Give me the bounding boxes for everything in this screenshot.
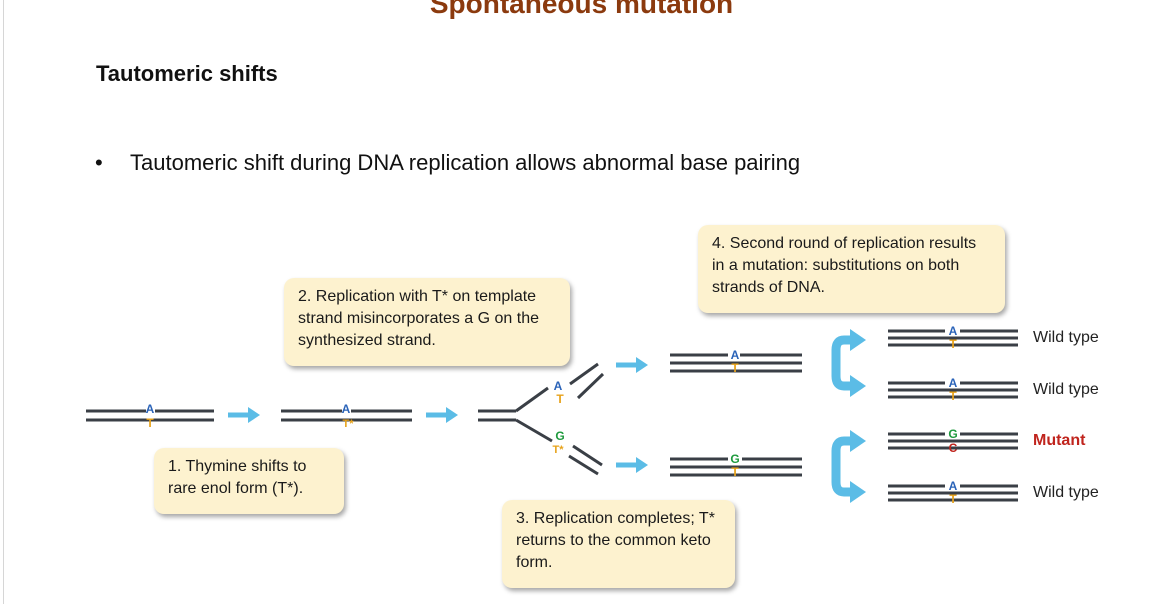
outcome-label-mutant: Mutant [1033,432,1086,449]
bracket-arrow-bottom [831,436,852,497]
duplex-stage2 [281,409,412,422]
base-thymine: T [146,416,154,430]
bracket-arrowhead [850,329,866,351]
base-adenine: A [342,402,351,416]
base-guanine: G [948,427,957,441]
base-thymine: T [556,392,564,406]
bullet-text: Tautomeric shift during DNA replication … [130,150,801,175]
base-guanine: G [730,452,739,466]
bracket-arrow-top [831,335,852,391]
callout-step2: 2. Replication with T* on template stran… [284,278,570,366]
bullet-marker: • [95,150,103,175]
bracket-arrowhead [850,375,866,397]
duplex-final-3 [888,432,1018,450]
base-thymine: T [949,337,957,351]
arrow-right-4 [616,457,648,473]
arrow-right-2 [426,407,458,423]
base-thymine-enol: T* [553,444,565,456]
bracket-arrowhead [850,481,866,503]
base-thymine: T [949,389,957,403]
page-title: Spontaneous mutation [429,0,734,19]
bracket-arrowhead [850,430,866,452]
base-thymine: T [949,492,957,506]
arrow-right-3 [616,357,648,373]
callout-step1: 1. Thymine shifts to rare enol form (T*)… [154,448,344,514]
outcome-label-4: Wild type [1033,484,1099,501]
duplex-final-1 [888,329,1018,347]
base-thymine: T [731,465,739,479]
callout-step3: 3. Replication completes; T* returns to … [502,500,735,588]
callout-step4: 4. Second round of replication results i… [698,225,1005,313]
base-adenine: A [949,324,958,338]
base-adenine: A [731,348,740,362]
arrow-right-1 [228,407,260,423]
slide-left-border [3,0,4,604]
duplex-stage1 [86,409,214,422]
base-adenine: A [949,376,958,390]
outcome-label-2: Wild type [1033,381,1099,398]
base-adenine: A [554,379,563,393]
section-heading: Tautomeric shifts [96,61,278,86]
base-thymine-enol: T* [343,418,355,430]
base-thymine: T [731,361,739,375]
duplex-stage3-bottom [670,457,802,477]
duplex-stage3-top [670,353,802,373]
base-adenine: A [146,402,155,416]
duplex-final-2 [888,381,1018,399]
base-guanine: G [555,429,564,443]
duplex-final-4 [888,484,1018,502]
base-cytosine: C [949,441,958,455]
outcome-label-1: Wild type [1033,329,1099,346]
base-adenine: A [949,479,958,493]
replication-fork [478,362,605,476]
